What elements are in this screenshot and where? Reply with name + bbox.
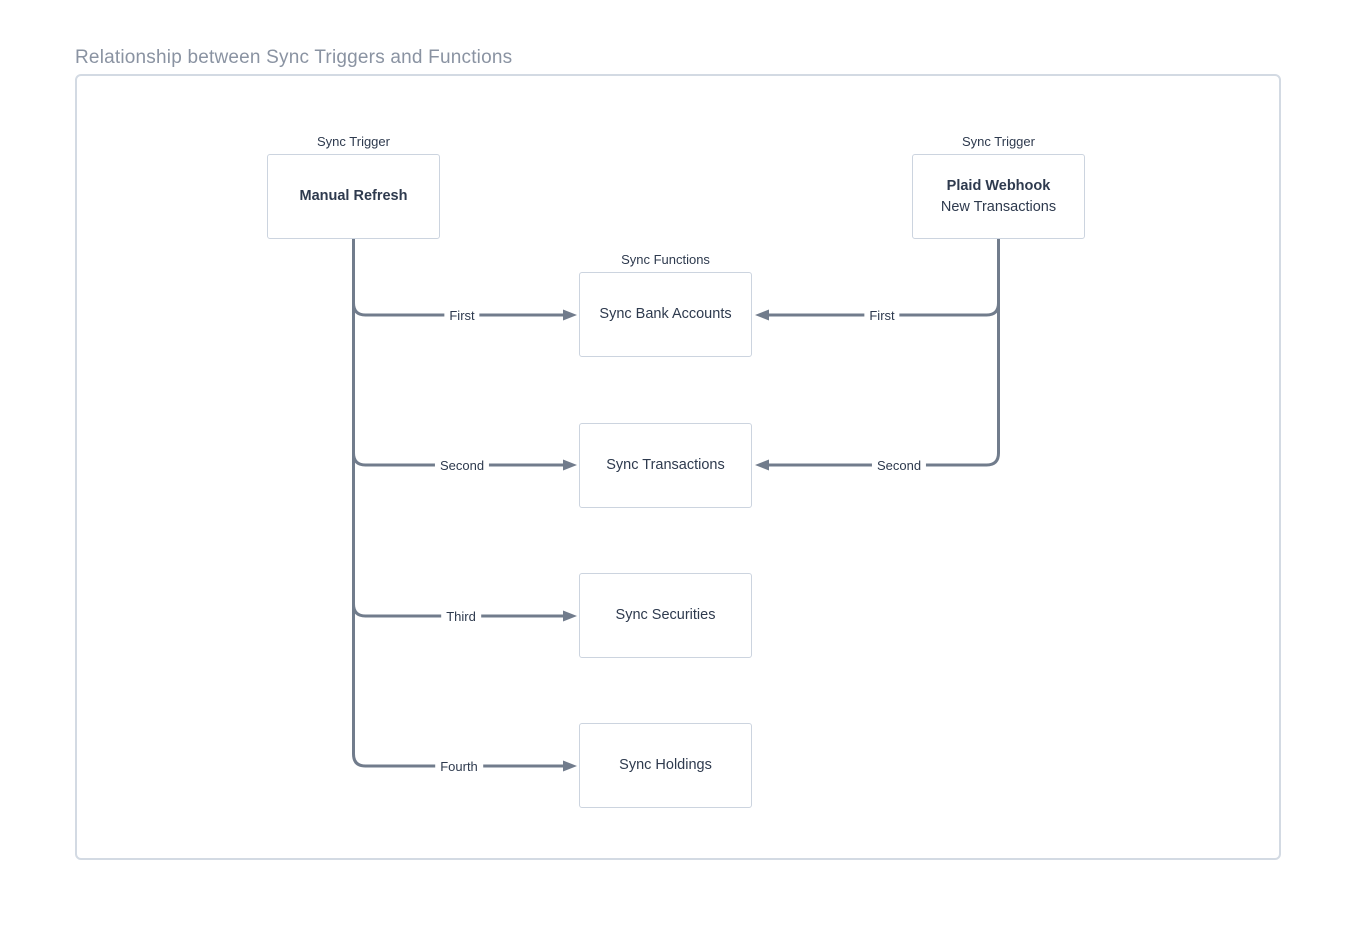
caption-sync-trigger-plaid: Sync Trigger	[962, 134, 1035, 149]
node-sync-transactions-label: Sync Transactions	[606, 457, 725, 473]
node-sync-bank-accounts-label: Sync Bank Accounts	[599, 306, 732, 322]
node-sync-holdings-label: Sync Holdings	[619, 757, 712, 773]
node-plaid-webhook: Plaid Webhook New Transactions	[912, 154, 1085, 239]
edge-label-plaid-second: Second	[871, 458, 927, 474]
edge-label-manual-third: Third	[441, 609, 481, 625]
node-plaid-webhook-subtitle: New Transactions	[940, 198, 1057, 215]
diagram-title: Relationship between Sync Triggers and F…	[75, 47, 513, 68]
node-sync-securities-label: Sync Securities	[615, 607, 716, 623]
node-manual-refresh: Manual Refresh	[267, 154, 440, 239]
caption-sync-trigger-manual: Sync Trigger	[317, 134, 390, 149]
node-sync-holdings: Sync Holdings	[579, 723, 752, 808]
node-plaid-webhook-title: Plaid Webhook	[946, 177, 1051, 194]
node-manual-refresh-title: Manual Refresh	[299, 188, 408, 204]
edge-label-manual-fourth: Fourth	[435, 759, 483, 775]
caption-sync-functions: Sync Functions	[621, 252, 710, 267]
node-sync-bank-accounts: Sync Bank Accounts	[579, 272, 752, 357]
edge-label-plaid-first: First	[864, 308, 900, 324]
node-sync-securities: Sync Securities	[579, 573, 752, 658]
edge-label-manual-second: Second	[434, 458, 490, 474]
node-sync-transactions: Sync Transactions	[579, 423, 752, 508]
edge-label-manual-first: First	[444, 308, 480, 324]
